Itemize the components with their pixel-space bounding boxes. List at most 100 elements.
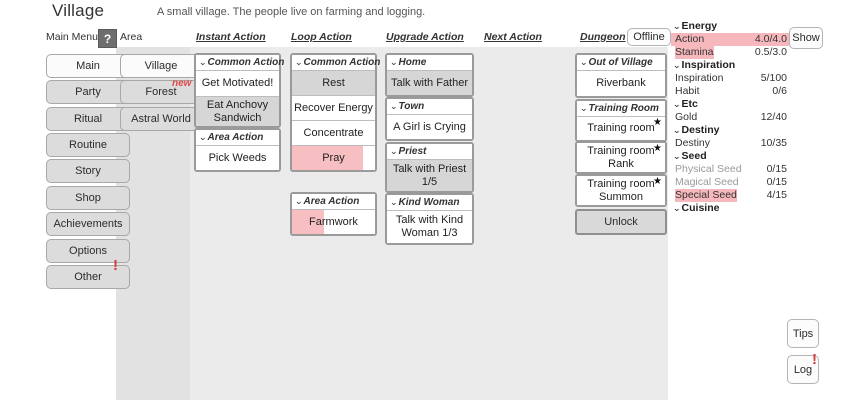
log-button[interactable]: Log bbox=[787, 355, 819, 384]
page-description: A small village. The people live on farm… bbox=[157, 6, 426, 18]
dungeon-group-training-room: ⌄Training Room ★ Training room bbox=[575, 99, 667, 142]
upgrade-a-girl-is-crying[interactable]: A Girl is Crying bbox=[387, 114, 472, 139]
chevron-down-icon: ⌄ bbox=[672, 125, 681, 135]
stat-category-energy[interactable]: ⌄Energy bbox=[672, 20, 718, 32]
chevron-down-icon: ⌄ bbox=[294, 196, 303, 206]
show-button[interactable]: Show bbox=[789, 27, 823, 49]
main-menu-label: Main Menu bbox=[46, 31, 98, 43]
group-title[interactable]: ⌄Common Action bbox=[196, 55, 284, 70]
next-action-column-background bbox=[475, 47, 571, 400]
offline-button[interactable]: Offline bbox=[627, 28, 671, 46]
help-icon[interactable]: ? bbox=[98, 29, 117, 48]
dungeon-training-room-rank-group: ★ Training room Rank bbox=[575, 141, 667, 174]
menu-item-other[interactable]: Other bbox=[46, 265, 130, 289]
stat-row-action: Action 4.0/4.0 bbox=[671, 33, 789, 46]
chevron-down-icon: ⌄ bbox=[672, 203, 681, 213]
chevron-down-icon: ⌄ bbox=[389, 101, 398, 111]
chevron-down-icon: ⌄ bbox=[294, 57, 303, 67]
loop-action-concentrate[interactable]: Concentrate bbox=[292, 120, 375, 145]
title-row: Village A small village. The people live… bbox=[0, 0, 866, 24]
menu-item-story[interactable]: Story bbox=[46, 159, 130, 183]
loop-action-pray[interactable]: Pray bbox=[292, 145, 375, 170]
star-icon: ★ bbox=[653, 176, 662, 187]
loop-action-group-area: ⌄Area Action Farmwork bbox=[290, 192, 377, 236]
stat-row-destiny: Destiny 10/35 bbox=[675, 137, 787, 149]
stat-row-gold: Gold 12/40 bbox=[675, 111, 787, 123]
upgrade-talk-with-kind-woman[interactable]: Talk with Kind Woman 1/3 bbox=[387, 210, 472, 243]
chevron-down-icon: ⌄ bbox=[198, 132, 207, 142]
stat-category-seed[interactable]: ⌄Seed bbox=[672, 150, 707, 162]
tips-button[interactable]: Tips bbox=[787, 319, 819, 348]
menu-item-achievements[interactable]: Achievements bbox=[46, 212, 130, 236]
column-header-loop-action[interactable]: Loop Action bbox=[291, 31, 352, 43]
chevron-down-icon: ⌄ bbox=[579, 103, 588, 113]
stat-row-special-seed: Special Seed 4/15 bbox=[675, 189, 787, 202]
chevron-down-icon: ⌄ bbox=[579, 57, 588, 67]
upgrade-talk-with-priest[interactable]: Talk with Priest 1/5 bbox=[387, 159, 472, 191]
chevron-down-icon: ⌄ bbox=[198, 57, 207, 67]
dungeon-training-room[interactable]: ★ Training room bbox=[577, 116, 665, 140]
dungeon-training-room-summon[interactable]: ★ Training room Summon bbox=[577, 176, 665, 205]
group-title[interactable]: ⌄Area Action bbox=[196, 130, 279, 145]
dungeon-unlock-button[interactable]: Unlock bbox=[575, 209, 667, 235]
upgrade-group-kind-woman: ⌄Kind Woman Talk with Kind Woman 1/3 bbox=[385, 193, 474, 245]
upgrade-group-town: ⌄Town A Girl is Crying bbox=[385, 97, 474, 141]
dungeon-training-room-summon-group: ★ Training room Summon bbox=[575, 174, 667, 207]
column-header-next-action[interactable]: Next Action bbox=[484, 31, 542, 43]
stat-row-magical-seed: Magical Seed 0/15 bbox=[675, 176, 787, 188]
action-get-motivated[interactable]: Get Motivated! bbox=[196, 70, 279, 96]
group-title[interactable]: ⌄Town bbox=[387, 99, 472, 114]
chevron-down-icon: ⌄ bbox=[672, 21, 681, 31]
stat-category-destiny[interactable]: ⌄Destiny bbox=[672, 124, 720, 136]
group-title[interactable]: ⌄Out of Village bbox=[577, 55, 665, 70]
chevron-down-icon: ⌄ bbox=[672, 60, 681, 70]
progress-fill bbox=[292, 146, 364, 170]
column-header-upgrade-action[interactable]: Upgrade Action bbox=[386, 31, 464, 43]
group-title[interactable]: ⌄Priest bbox=[387, 144, 472, 159]
loop-action-rest[interactable]: Rest bbox=[292, 70, 375, 95]
group-title[interactable]: ⌄Training Room bbox=[577, 101, 665, 116]
dungeon-training-room-rank[interactable]: ★ Training room Rank bbox=[577, 143, 665, 172]
stat-row-stamina: Stamina 0.5/3.0 bbox=[675, 46, 787, 59]
loop-action-recover-energy[interactable]: Recover Energy bbox=[292, 95, 375, 120]
area-label: Area bbox=[120, 31, 143, 43]
upgrade-talk-with-father[interactable]: Talk with Father bbox=[387, 70, 472, 95]
upgrade-group-home: ⌄Home Talk with Father bbox=[385, 53, 474, 97]
group-title[interactable]: ⌄Area Action bbox=[292, 194, 375, 209]
menu-item-options[interactable]: Options bbox=[46, 239, 130, 263]
upgrade-group-priest: ⌄Priest Talk with Priest 1/5 bbox=[385, 142, 474, 193]
progress-fill bbox=[292, 210, 324, 234]
action-eat-anchovy-sandwich[interactable]: Eat Anchovy Sandwich bbox=[196, 96, 279, 126]
chevron-down-icon: ⌄ bbox=[672, 99, 681, 109]
dungeon-group-out-of-village: ⌄Out of Village Riverbank bbox=[575, 53, 667, 98]
chevron-down-icon: ⌄ bbox=[389, 146, 398, 156]
area-item-astral-world[interactable]: Astral World bbox=[120, 107, 202, 131]
chevron-down-icon: ⌄ bbox=[672, 151, 681, 161]
stat-category-inspiration[interactable]: ⌄Inspiration bbox=[672, 59, 736, 71]
instant-action-group-common: ⌄Common Action Get Motivated! Eat Anchov… bbox=[194, 53, 284, 128]
group-title[interactable]: ⌄Common Action bbox=[292, 55, 380, 70]
menu-item-ritual[interactable]: Ritual bbox=[46, 107, 130, 131]
menu-item-party[interactable]: Party bbox=[46, 80, 130, 104]
menu-item-shop[interactable]: Shop bbox=[46, 186, 130, 210]
column-header-dungeon[interactable]: Dungeon bbox=[580, 31, 626, 43]
loop-action-farmwork[interactable]: Farmwork bbox=[292, 209, 375, 234]
group-title[interactable]: ⌄Kind Woman bbox=[387, 195, 472, 210]
star-icon: ★ bbox=[653, 143, 662, 154]
group-title[interactable]: ⌄Home bbox=[387, 55, 472, 70]
action-pick-weeds[interactable]: Pick Weeds bbox=[196, 145, 279, 170]
menu-item-routine[interactable]: Routine bbox=[46, 133, 130, 157]
stats-panel: ⌄Energy Action 4.0/4.0 Stamina 0.5/3.0 ⌄… bbox=[671, 20, 789, 215]
stat-category-etc[interactable]: ⌄Etc bbox=[672, 98, 698, 110]
area-item-village[interactable]: Village bbox=[120, 54, 202, 78]
column-header-instant-action[interactable]: Instant Action bbox=[196, 31, 266, 43]
area-item-forest[interactable]: Forest bbox=[120, 80, 202, 104]
dungeon-riverbank[interactable]: Riverbank bbox=[577, 70, 665, 96]
menu-item-main[interactable]: Main bbox=[46, 54, 130, 78]
stat-category-cuisine[interactable]: ⌄Cuisine bbox=[672, 202, 720, 214]
stat-row-physical-seed: Physical Seed 0/15 bbox=[675, 163, 787, 175]
loop-action-group-common: ⌄Common Action Rest Recover Energy Conce… bbox=[290, 53, 380, 172]
instant-action-group-area: ⌄Area Action Pick Weeds bbox=[194, 128, 281, 172]
chevron-down-icon: ⌄ bbox=[389, 197, 398, 207]
